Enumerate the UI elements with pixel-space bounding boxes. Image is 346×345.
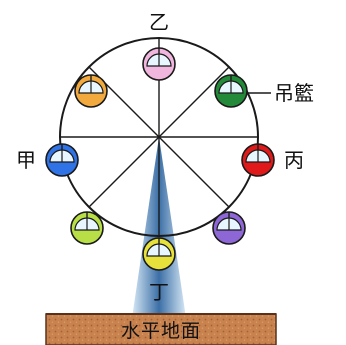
cabin-callout-label: 吊籃: [274, 81, 314, 105]
cabin-top: [142, 47, 176, 81]
cabin-bottom: [142, 237, 176, 271]
label-top: 乙: [149, 10, 169, 34]
wheel-spokes: [60, 38, 258, 236]
cabin-left: [45, 143, 79, 177]
ground: [45, 313, 277, 345]
label-right: 丙: [284, 148, 304, 172]
cabin-upper-right: [214, 74, 248, 108]
cabin-right: [241, 143, 275, 177]
cabin-lower-right: [212, 211, 246, 245]
label-bottom: 丁: [149, 280, 169, 304]
cabin-lower-left: [70, 211, 104, 245]
label-left: 甲: [16, 148, 36, 172]
cabin-upper-left: [74, 74, 108, 108]
ground-label: 水平地面: [121, 320, 201, 342]
